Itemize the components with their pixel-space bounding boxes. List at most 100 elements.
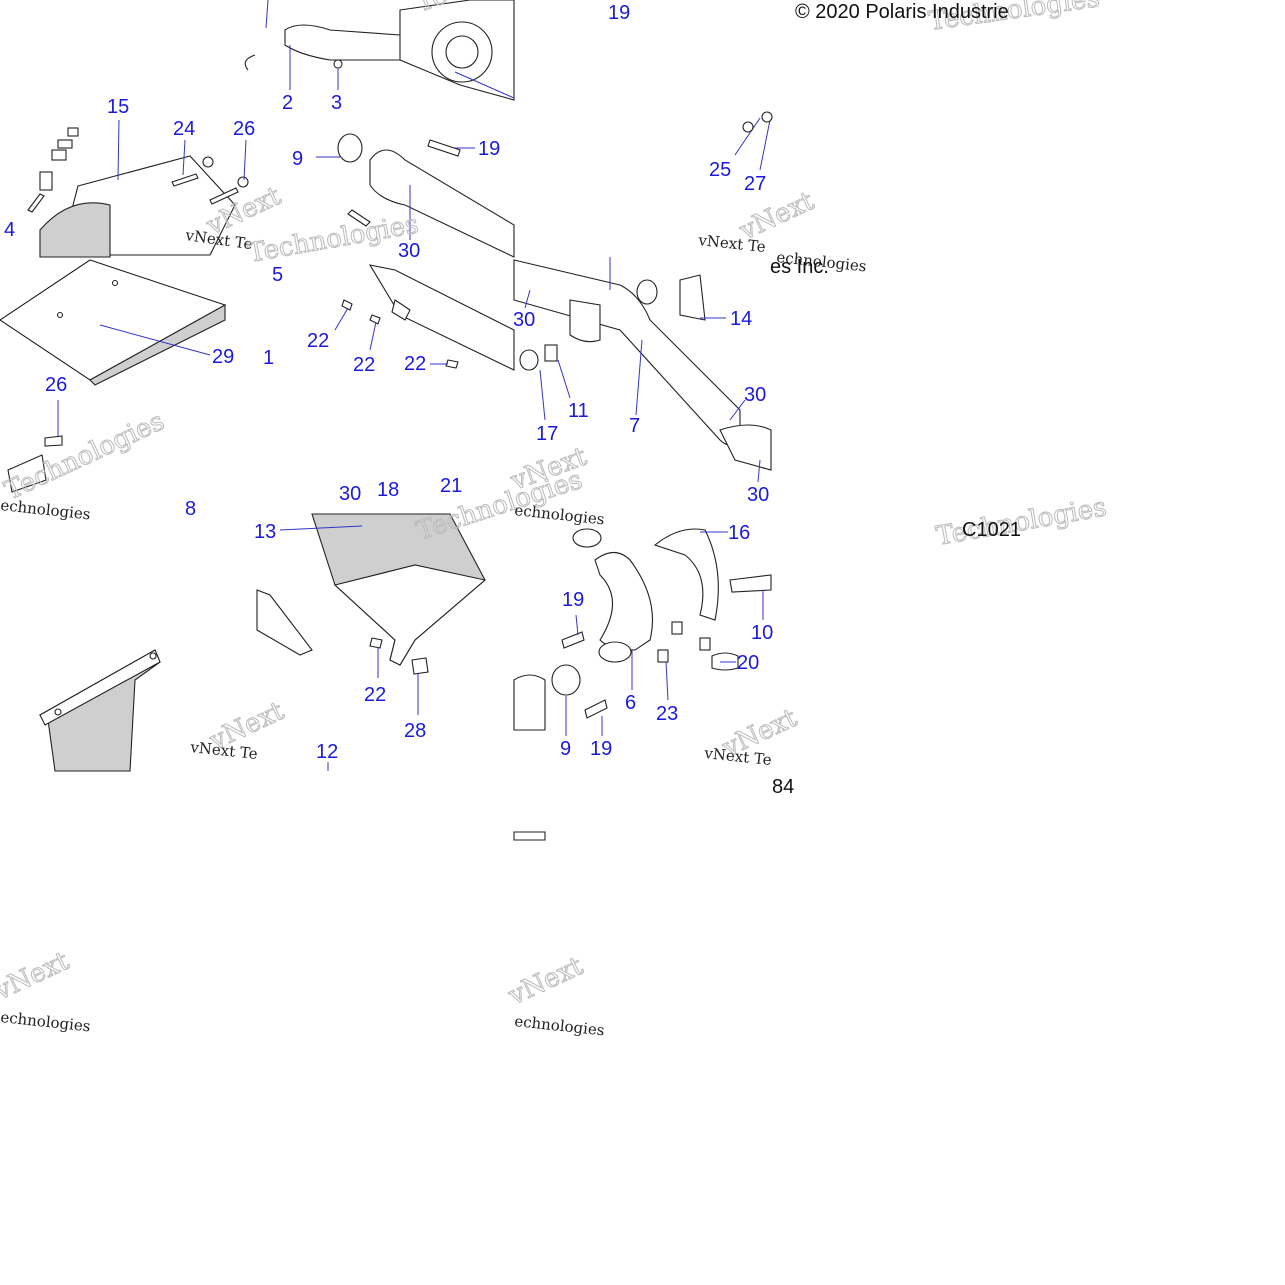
callout: 29 [212,346,234,368]
part-washer-17 [519,349,539,371]
callout: 5 [272,264,283,286]
part-grommet [39,171,53,191]
part-bracket [569,299,601,343]
tile-heat-shield-mid [334,264,515,371]
part-heat-shield [368,264,515,371]
part-flange [719,424,772,471]
tile-heat-shield-lower [38,649,161,772]
part-spring-19 [584,699,608,719]
part-spacer-11 [544,344,558,362]
part-outlet-cap-inner [445,35,479,69]
callout: 13 [254,521,276,543]
part-skid-plate-edge [89,304,226,386]
part-nut [237,176,249,188]
part-screw-22 [369,314,381,325]
part-heat-shield-16 [653,528,719,621]
callout: 14 [730,308,752,330]
callout: 19 [562,589,584,611]
tile-mid-pipe-upper [284,0,515,258]
part-sensor-fragment [513,831,546,841]
tile-skid-plate [0,259,227,493]
figure-code: C1021 [962,519,1021,541]
callout: 25 [709,159,731,181]
svg-text:echnologies: echnologies [514,501,606,528]
callout: 19 [590,738,612,760]
part-bolt-24 [171,173,199,187]
svg-text:vNext: vNext [503,951,588,1012]
svg-text:echnologies: echnologies [514,1012,606,1039]
part-grommet [67,127,79,137]
callout: 9 [292,148,303,170]
callout: 16 [728,522,750,544]
callout: 17 [536,423,558,445]
callouts: 19 2 3 15 24 26 9 19 25 27 4 30 5 29 1 2… [4,2,773,763]
part-washer-27 [761,111,773,123]
callout: 30 [339,483,361,505]
callout: 3 [331,92,342,114]
part-grommet [636,279,658,305]
callout: 4 [4,219,15,241]
callout: 2 [282,92,293,114]
callout: 24 [173,118,195,140]
part-nut [202,156,214,168]
callout: 22 [353,354,375,376]
callout: 19 [608,2,630,24]
part-spring [347,209,371,227]
tile-lower-fragment [513,831,546,841]
part-clip-28 [411,657,429,675]
part-screw-22 [369,637,383,649]
svg-text:Technologies: Technologies [0,406,169,506]
callout: 9 [560,738,571,760]
callout: 30 [398,240,420,262]
part-gasket-9 [551,664,581,696]
svg-text:Technologies: Technologies [246,209,421,268]
part-grommet [51,149,67,161]
part-bracket [7,454,47,493]
part-spring-19 [427,139,461,157]
tile-y-pipe [513,528,772,736]
callout: 28 [404,720,426,742]
svg-text:vNext: vNext [0,946,74,1007]
callout: 15 [107,96,129,118]
part-o2-sensor-10 [729,574,772,593]
callout: 23 [656,703,678,725]
watermarks: Technologies Technologies vNext Te vNext… [0,0,1109,1039]
tile-heat-shield-rear [27,0,269,258]
callout: 1 [263,347,274,369]
part-gasket [572,528,602,548]
part-clip-26 [44,435,63,447]
part-screw-22 [341,299,353,311]
part-header-pipe [369,149,515,258]
callout: 22 [364,684,386,706]
copyright-tail: es Inc. [770,256,829,278]
part-bracket-14 [679,274,706,321]
callout: 8 [185,498,196,520]
svg-text:vNext: vNext [734,186,819,247]
part-pipe-end [513,674,546,731]
part-edge [244,54,256,71]
callout: 10 [751,622,773,644]
callout: 26 [233,118,255,140]
callout: 30 [513,309,535,331]
callout: 20 [737,652,759,674]
callout: 22 [404,353,426,375]
callout: 30 [747,484,769,506]
tile-right-top [734,111,773,171]
callout: 19 [478,138,500,160]
svg-text:echnologies: echnologies [0,496,91,523]
callout: 11 [568,400,589,422]
callout: 18 [377,479,399,501]
callout: 27 [744,173,766,195]
part-muffler-body [39,202,111,258]
part-skid-plate-29 [0,259,227,381]
part-bolt-26 [209,187,239,205]
page-fragment: 84 [772,776,794,798]
part-tailpipe-2 [284,24,411,61]
part-spring-19 [561,631,585,649]
svg-text:echnologies: echnologies [0,1008,91,1035]
part-grommet [57,139,73,149]
callout: 21 [440,475,462,497]
tile-shield-13 [256,513,487,771]
part-bolt-23 [657,649,669,663]
